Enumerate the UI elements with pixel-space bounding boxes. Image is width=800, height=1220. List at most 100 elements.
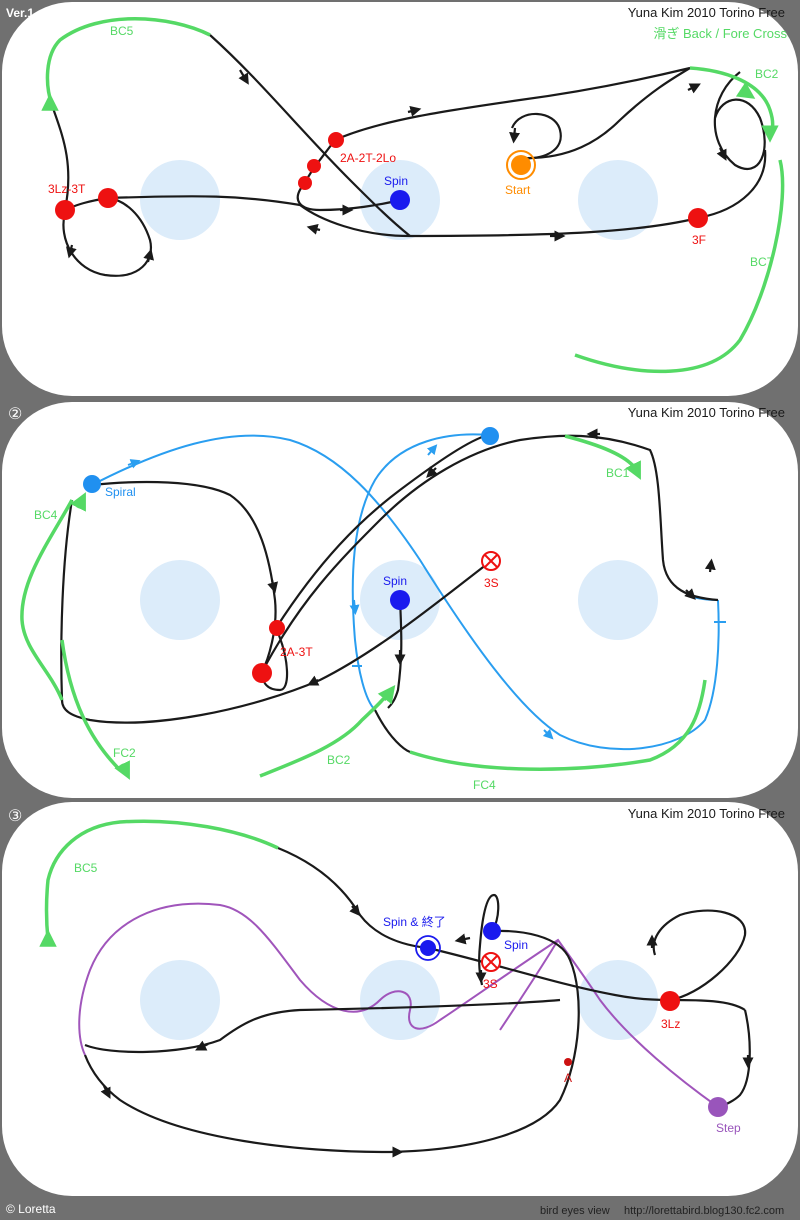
spiral-marker [83, 475, 101, 493]
spiral-arrow-3 [349, 599, 360, 615]
path-arrow-6 [704, 558, 716, 573]
failed-jump-marker-3s [481, 952, 501, 972]
path-arrow-3 [100, 1085, 111, 1099]
step-marker [708, 1097, 728, 1117]
crossover-legend: 滑ぎ Back / Fore Cross [653, 26, 787, 41]
label-spiral: Spiral [105, 485, 136, 499]
path-arrow-1 [349, 904, 361, 917]
crossover-fc4 [409, 679, 707, 771]
panel-1-title: Yuna Kim 2010 Torino Free [628, 5, 785, 20]
path-arrow-2 [307, 675, 320, 686]
path-arrow-7 [65, 244, 77, 259]
path-arrow-9 [716, 147, 727, 161]
spin-marker [390, 590, 410, 610]
blog-url[interactable]: http://lorettabird.blog130.fc2.com [624, 1205, 785, 1217]
crossover-bc7 [574, 159, 785, 374]
path-spin-exit [83, 929, 580, 1154]
path-arrow-3 [687, 83, 701, 94]
label-bc5: BC5 [74, 861, 98, 875]
path-to-3f [697, 149, 767, 220]
label-2a-2t-2lo: 2A-2T-2Lo [340, 151, 396, 165]
point-a-marker [564, 1058, 572, 1066]
path-right-loop [713, 71, 766, 171]
spiral-arrow-2 [426, 444, 438, 456]
crossover-arrow-2 [735, 81, 756, 99]
path-arrow-10 [509, 127, 521, 144]
label-bc2: BC2 [755, 67, 779, 81]
label-spin-end: Spin & 終了 [383, 914, 446, 929]
copyright: © Loretta [6, 1202, 56, 1216]
crossover-bc5 [44, 819, 279, 941]
label-step: Step [716, 1121, 741, 1135]
step-sequence-path [78, 902, 719, 1108]
rink-circle-left [140, 560, 220, 640]
panel-2-number: ② [8, 406, 22, 423]
path-bottom-return [107, 195, 699, 238]
path-arrow-1 [238, 69, 249, 85]
crossover-path-1 [41, 17, 785, 374]
path-spin-to-3lz [427, 946, 671, 1002]
spin-end-marker [420, 940, 436, 956]
label-bc7: BC7 [750, 255, 774, 269]
label-2a-3t: 2A-3T [280, 645, 313, 659]
version-label: Ver.1 [6, 6, 34, 20]
panel-3-title: Yuna Kim 2010 Torino Free [628, 806, 785, 821]
spiral-marker-top [481, 427, 499, 445]
panel-1: Ver.1 Yuna Kim 2010 Torino Free 滑ぎ Back … [2, 2, 798, 396]
path-arrow-1 [267, 579, 279, 594]
path-left-vertical [60, 499, 74, 701]
jump-marker-2a [269, 620, 285, 636]
label-bc5: BC5 [110, 24, 134, 38]
spin-marker [390, 190, 410, 210]
label-3lz-3t: 3Lz-3T [48, 182, 86, 196]
crossover-path-3 [39, 819, 279, 947]
path-3s-return [60, 560, 492, 724]
path-arrow-2 [195, 1040, 209, 1051]
rink-circle-left [140, 160, 220, 240]
path-spin-end-arrow [454, 933, 471, 945]
crossover-path-2 [20, 434, 707, 780]
view-caption: bird eyes view [540, 1205, 610, 1217]
path-middle-back [84, 998, 561, 1054]
label-spin: Spin [384, 174, 408, 188]
path-arrow-8 [143, 248, 155, 263]
crossover-arrow-1 [114, 760, 130, 780]
jump-marker-2lo [298, 176, 312, 190]
label-fc2: FC2 [113, 746, 136, 760]
path-bc5-entry [50, 104, 70, 211]
spiral-arrow-4 [542, 728, 554, 740]
spiral-upper-arc [91, 434, 720, 751]
label-3f: 3F [692, 233, 706, 247]
label-bc1: BC1 [606, 466, 630, 480]
crossover-fc2 [60, 639, 122, 772]
spin-end-marker-ring [415, 935, 441, 961]
start-marker [511, 155, 531, 175]
label-bc2: BC2 [327, 753, 351, 767]
rink-circle-right [578, 560, 658, 640]
label-3lz: 3Lz [661, 1017, 680, 1031]
step-return [499, 939, 559, 1031]
crossover-bc4 [20, 499, 74, 701]
spiral-left-loop [351, 433, 489, 711]
jump-marker-2t [307, 159, 321, 173]
jump-marker-2a [328, 132, 344, 148]
spiral-arrow-1 [127, 459, 141, 469]
label-spin: Spin [504, 938, 528, 952]
rink-circle-center [360, 960, 440, 1040]
path-big-right-loop [261, 434, 719, 673]
label-fc4: FC4 [473, 778, 496, 792]
path-spin-loop [478, 893, 500, 986]
rink-circle-left [140, 960, 220, 1040]
path-arrow-7 [426, 466, 438, 478]
path-2a-exit [334, 66, 691, 142]
path-arrow-5 [684, 588, 696, 600]
jump-marker-3t [252, 663, 272, 683]
label-start: Start [505, 183, 531, 197]
path-arrow-5 [306, 223, 321, 235]
skating-path-3 [83, 846, 754, 1158]
panel-2-title: Yuna Kim 2010 Torino Free [628, 405, 785, 420]
crossover-arrow-3 [625, 460, 641, 480]
spin-marker [483, 922, 501, 940]
crossover-bc5 [45, 17, 211, 106]
